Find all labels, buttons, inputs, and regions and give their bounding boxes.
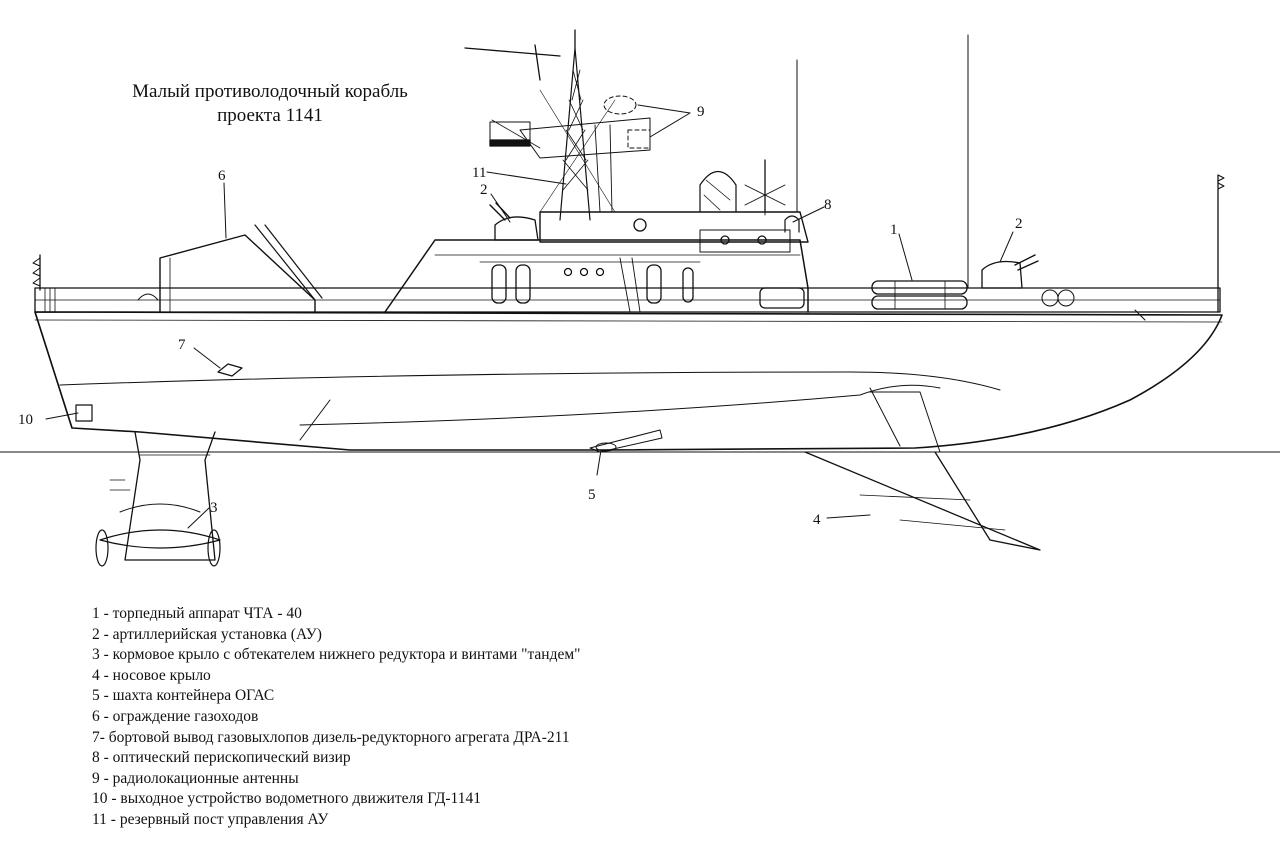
callout-7: 7 xyxy=(178,337,186,353)
bridge xyxy=(539,211,809,253)
callout-10: 10 xyxy=(18,412,33,428)
legend-item: 6 - ограждение газоходов xyxy=(92,707,259,725)
diagram-title-line2: проекта 1141 xyxy=(217,105,323,126)
mast xyxy=(464,29,651,221)
legend-item: 10 - выходное устройство водометного дви… xyxy=(92,790,481,808)
deck-fittings xyxy=(1041,289,1146,321)
legend-item: 2 - артиллерийская установка (АУ) xyxy=(92,625,322,643)
gun-mount-forward xyxy=(981,254,1039,289)
sonar-container-shaft xyxy=(589,429,663,453)
legend-item: 8 - оптический перископический визир xyxy=(92,749,351,767)
naval-flag xyxy=(489,119,541,149)
hull xyxy=(34,311,1223,451)
legend-item: 5 - шахта контейнера ОГАС xyxy=(92,687,275,705)
legend: 1 - торпедный аппарат ЧТА - 40 2 - артил… xyxy=(92,604,581,831)
callout-9: 9 xyxy=(697,104,705,120)
radio-direction-antenna xyxy=(744,159,786,216)
radome xyxy=(699,170,737,213)
exhaust-outlet xyxy=(217,363,243,377)
callout-5: 5 xyxy=(588,487,596,503)
aft-staffs xyxy=(32,174,1225,313)
callout-leaders xyxy=(45,104,1014,529)
legend-item: 11 - резервный пост управления АУ xyxy=(92,810,329,828)
legend-item: 4 - носовое крыло xyxy=(92,666,211,684)
radar-antennas xyxy=(603,95,651,149)
bow-foil xyxy=(804,391,1041,551)
diagram-title-line1: Малый противолодочный корабль xyxy=(132,81,408,102)
callout-2-forward: 2 xyxy=(1015,216,1023,232)
optical-periscope-sight xyxy=(784,215,800,233)
whip-antennas xyxy=(796,34,969,289)
superstructure xyxy=(384,239,809,313)
legend-item: 9 - радиолокационные антенны xyxy=(92,769,299,787)
callout-11: 11 xyxy=(472,165,486,181)
callout-1: 1 xyxy=(890,222,898,238)
legend-item: 7- бортовой вывод газовыхлопов дизель-ре… xyxy=(92,728,570,746)
ship-side-view-drawing: 1 2 2 3 4 5 6 7 8 9 10 11 xyxy=(0,29,1280,567)
callout-4: 4 xyxy=(813,512,821,528)
callout-8: 8 xyxy=(824,197,832,213)
legend-item: 3 - кормовое крыло с обтекателем нижнего… xyxy=(92,646,581,664)
aft-foil xyxy=(95,431,221,567)
gun-mount-aft xyxy=(489,202,539,241)
callout-2-aft: 2 xyxy=(480,182,488,198)
callout-3: 3 xyxy=(210,500,218,516)
gas-duct-enclosure xyxy=(137,224,323,313)
torpedo-tubes xyxy=(871,280,968,310)
callout-6: 6 xyxy=(218,168,226,184)
legend-item: 1 - торпедный аппарат ЧТА - 40 xyxy=(92,605,302,622)
